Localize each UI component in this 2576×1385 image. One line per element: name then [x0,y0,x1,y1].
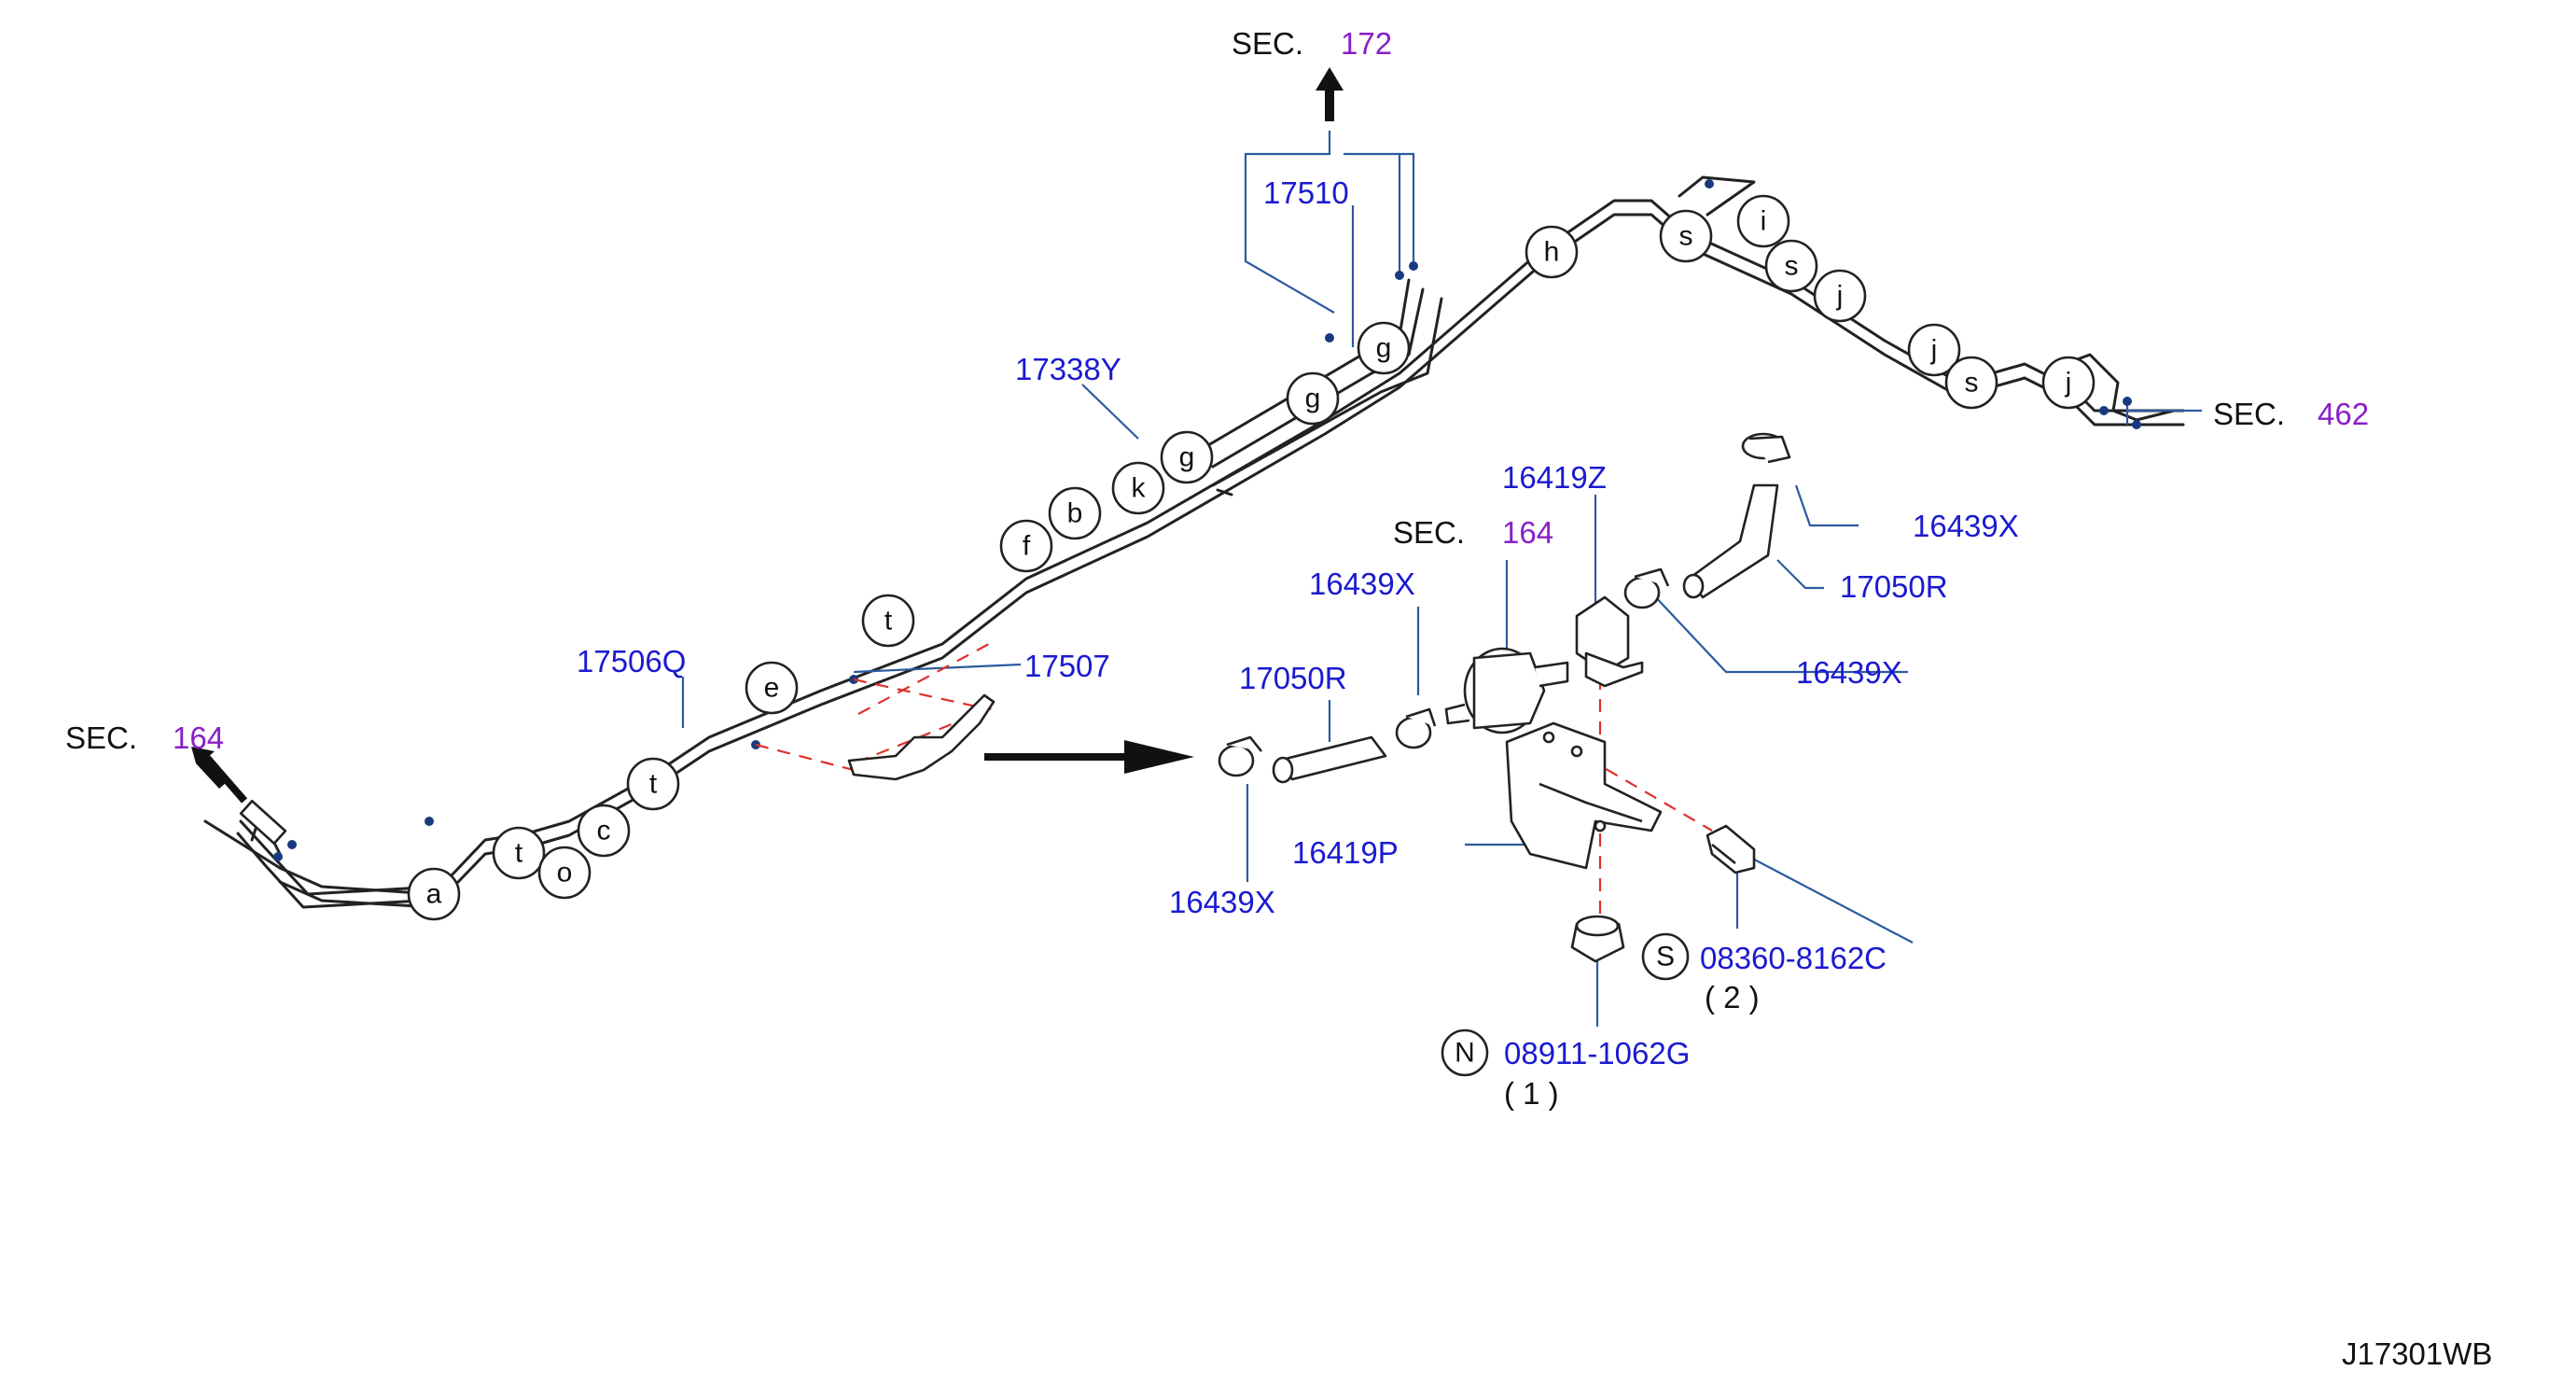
svg-text:g: g [1376,333,1392,364]
svg-text:h: h [1544,237,1560,268]
part-16419P[interactable]: 16419P [1292,835,1399,870]
part-17507[interactable]: 17507 [1024,649,1110,683]
svg-text:o: o [557,858,573,888]
clamp-right [1623,567,1670,609]
sec-164-left-ref[interactable]: SEC. 164 [65,720,224,755]
callout-s3: s [1944,356,1998,410]
callout-j3: j [2041,356,2096,410]
svg-text:SEC.: SEC. [65,720,137,755]
part-17050R-left[interactable]: 17050R [1239,661,1347,695]
diagram-code: J17301WB [2342,1336,2492,1371]
screw-symbol: S [1641,932,1690,981]
svg-text:172: 172 [1341,26,1392,61]
arrow-to-sec-164-left [191,747,248,804]
clamp-top [1741,432,1791,464]
part-17510[interactable]: 17510 [1263,175,1349,210]
qty-08911: ( 1 ) [1504,1076,1559,1111]
callout-j1: j [1813,269,1867,323]
clamp-mid [1395,707,1437,749]
fastener-symbols: S N [1441,932,1690,1077]
callout-t3: t [861,594,915,648]
svg-text:j: j [1930,335,1938,366]
part-08360-8162C[interactable]: 08360-8162C [1700,941,1887,975]
part-16439X-bottom[interactable]: 16439X [1169,885,1275,919]
svg-text:t: t [649,769,658,800]
svg-text:a: a [426,879,442,910]
leader-lines [681,131,2202,1027]
part-16419Z[interactable]: 16419Z [1502,460,1607,495]
sec-164-filter-ref[interactable]: SEC. 164 [1393,515,1553,550]
callout-o: o [537,846,592,900]
svg-text:j: j [2065,368,2072,399]
callout-s1: s [1659,209,1713,263]
svg-text:S: S [1656,942,1675,972]
svg-text:t: t [515,838,523,869]
fuel-pipe-assembly [203,175,2185,909]
part-16439X-right[interactable]: 16439X [1796,655,1902,690]
svg-text:k: k [1132,473,1147,504]
filter-clamp [1575,595,1644,688]
callout-s2: s [1764,239,1818,293]
sec-172-ref[interactable]: SEC. 172 [1232,26,1392,61]
svg-text:164: 164 [173,720,224,755]
svg-text:e: e [764,673,780,704]
sec-462-ref[interactable]: SEC. 462 [2213,397,2369,431]
callout-g3: g [1357,321,1411,375]
callout-t1: t [492,826,546,880]
svg-text:g: g [1179,442,1195,473]
callout-e: e [745,661,799,715]
quantities: ( 2 ) ( 1 ) [1504,980,1760,1111]
filter-bracket [1505,721,1663,870]
svg-text:j: j [1836,281,1844,312]
svg-text:g: g [1305,384,1321,414]
svg-text:b: b [1067,498,1083,529]
part-16439X-top[interactable]: 16439X [1913,509,2019,543]
part-17050R-right[interactable]: 17050R [1840,569,1948,604]
callout-k: k [1111,461,1165,515]
svg-text:s: s [1679,221,1693,252]
part-16439X-mid[interactable]: 16439X [1309,567,1415,601]
section-refs[interactable]: SEC. 172 SEC. 164 SEC. 164 SEC. 462 [65,26,2369,755]
callout-c: c [577,804,631,858]
svg-text:SEC.: SEC. [1393,515,1465,550]
callout-h: h [1525,225,1579,279]
part-08911-1062G[interactable]: 08911-1062G [1504,1036,1690,1070]
svg-text:164: 164 [1502,515,1553,550]
detail-parts [847,432,1791,963]
arrow-up-sec-172 [1316,67,1344,121]
svg-text:s: s [1965,368,1979,399]
qty-08360: ( 2 ) [1705,980,1760,1014]
svg-text:f: f [1023,531,1031,562]
callout-b: b [1048,486,1102,540]
callouts: a t o c t e t f b k g g g h s i s j j s … [407,194,2096,921]
svg-text:c: c [597,816,611,846]
arrows [191,67,1344,804]
svg-text:462: 462 [2318,397,2369,431]
callout-f: f [999,519,1053,573]
callout-j2: j [1907,323,1961,377]
svg-text:s: s [1785,251,1799,282]
fuel-filter [1444,647,1569,734]
callout-t2: t [626,757,680,811]
nut-symbol: N [1441,1028,1489,1077]
svg-text:SEC.: SEC. [1232,26,1303,61]
callout-g2: g [1286,371,1340,426]
callout-g1: g [1160,430,1214,484]
part-17506Q[interactable]: 17506Q [577,644,686,679]
part-17338Y[interactable]: 17338Y [1015,352,1121,386]
callout-a: a [407,867,461,921]
clamp-left [1218,735,1263,777]
svg-text:i: i [1761,206,1767,237]
bolt [1706,824,1756,874]
arrow-detail-right [984,740,1194,774]
nut [1570,915,1625,963]
svg-text:t: t [884,606,893,637]
part-labels[interactable]: 17510 17338Y 17506Q 17507 16419Z 16439X … [577,175,2019,1070]
svg-text:SEC.: SEC. [2213,397,2285,431]
svg-text:N: N [1455,1038,1475,1069]
callout-i: i [1736,194,1790,248]
